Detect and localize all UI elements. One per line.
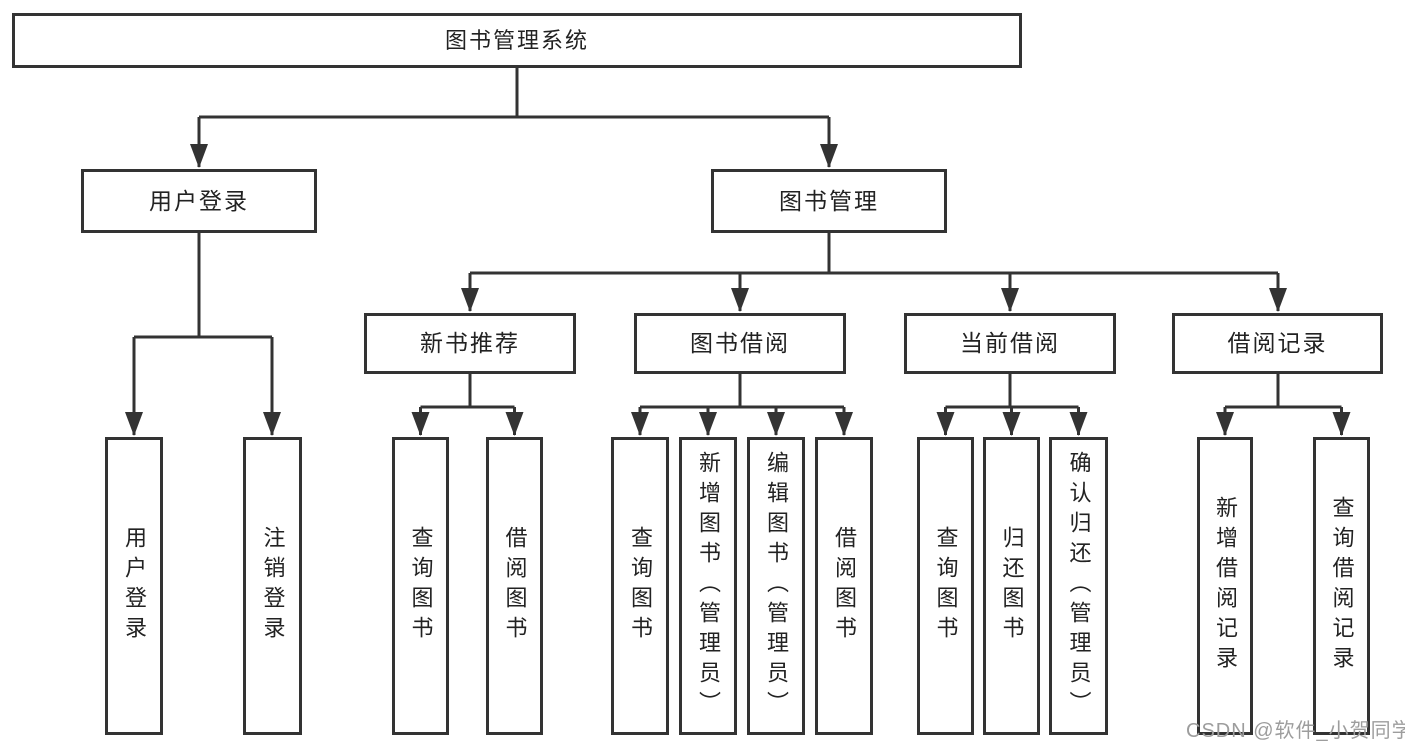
- csdn-watermark: CSDN @软件_小贺同学: [1186, 720, 1405, 742]
- node-book-borrowing: 图书借阅: [634, 313, 846, 374]
- node-label: 归还图书: [999, 526, 1025, 646]
- leaf-add-borrow-record: 新增借阅记录: [1197, 437, 1253, 735]
- leaf-borrow-books-2: 借阅图书: [815, 437, 873, 735]
- node-label: 查询图书: [933, 526, 959, 646]
- leaf-add-books-admin: 新增图书（管理员）: [679, 437, 737, 735]
- leaf-user-login: 用户登录: [105, 437, 163, 735]
- node-label: 查询图书: [628, 526, 653, 646]
- node-borrowing-records: 借阅记录: [1172, 313, 1383, 374]
- node-user-login: 用户登录: [81, 169, 317, 233]
- node-label: 图书借阅: [690, 330, 790, 356]
- node-label: 新增图书（管理员）: [696, 451, 721, 721]
- node-label: 确认归还（管理员）: [1066, 451, 1092, 721]
- node-label: 借阅图书: [832, 526, 857, 646]
- node-current-borrowing: 当前借阅: [904, 313, 1116, 374]
- leaf-query-books-1: 查询图书: [392, 437, 449, 735]
- leaf-edit-books-admin: 编辑图书（管理员）: [747, 437, 805, 735]
- node-book-management: 图书管理: [711, 169, 947, 233]
- node-label: 编辑图书（管理员）: [764, 451, 789, 721]
- leaf-borrow-books-1: 借阅图书: [486, 437, 543, 735]
- node-label: 查询借阅记录: [1329, 496, 1355, 676]
- node-label: 用户登录: [149, 187, 249, 214]
- leaf-logout: 注销登录: [243, 437, 302, 735]
- leaf-query-books-3: 查询图书: [917, 437, 974, 735]
- node-label: 图书管理: [779, 187, 879, 214]
- node-label: 新增借阅记录: [1213, 496, 1238, 676]
- node-root-library-system: 图书管理系统: [12, 13, 1022, 68]
- node-label: 借阅图书: [502, 526, 528, 646]
- node-label: 查询图书: [408, 526, 434, 646]
- leaf-query-borrow-record: 查询借阅记录: [1313, 437, 1370, 735]
- node-label: 当前借阅: [960, 330, 1060, 356]
- leaf-confirm-return-admin: 确认归还（管理员）: [1049, 437, 1108, 735]
- node-label: 注销登录: [260, 526, 286, 646]
- node-label: 新书推荐: [420, 330, 520, 356]
- node-label: 借阅记录: [1227, 330, 1328, 356]
- leaf-query-books-2: 查询图书: [611, 437, 669, 735]
- node-label: 用户登录: [122, 526, 147, 646]
- leaf-return-books: 归还图书: [983, 437, 1040, 735]
- node-new-book-recommend: 新书推荐: [364, 313, 576, 374]
- node-label: 图书管理系统: [444, 27, 589, 53]
